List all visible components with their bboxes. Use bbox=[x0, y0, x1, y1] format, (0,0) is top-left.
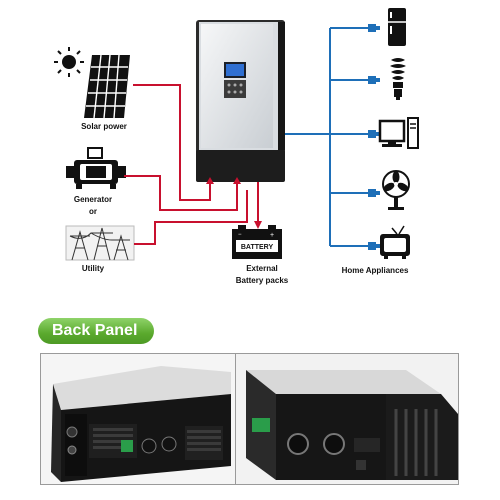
battery-label-line2: Battery packs bbox=[235, 276, 289, 285]
inverter-side-illustration bbox=[236, 354, 458, 484]
or-label: or bbox=[89, 207, 97, 216]
svg-text:−: − bbox=[238, 232, 242, 238]
refrigerator-icon bbox=[388, 8, 406, 46]
back-panel-heading: Back Panel bbox=[38, 318, 154, 344]
input-wiring bbox=[124, 84, 259, 245]
generator-label: Generator bbox=[73, 195, 113, 204]
fan-icon bbox=[382, 170, 410, 210]
back-panel-photo-right bbox=[235, 353, 459, 485]
back-panel-photo-left bbox=[40, 353, 237, 485]
utility-label: Utility bbox=[81, 264, 105, 273]
inverter-device bbox=[196, 20, 285, 182]
battery-icon: − + BATTERY bbox=[232, 225, 282, 259]
battery-icon-label: BATTERY bbox=[241, 244, 274, 251]
output-wiring bbox=[285, 27, 370, 247]
inverter-back-illustration bbox=[41, 354, 236, 484]
svg-text:+: + bbox=[270, 232, 274, 239]
plug-connectors bbox=[368, 24, 380, 250]
solar-power-label: Solar power bbox=[81, 122, 127, 131]
bulb-icon bbox=[390, 58, 406, 100]
battery-label-line1: External bbox=[246, 264, 278, 273]
tv-icon bbox=[380, 225, 410, 259]
sun-icon bbox=[54, 47, 84, 77]
generator-icon bbox=[66, 147, 126, 189]
utility-pylon-icon bbox=[65, 225, 135, 261]
computer-icon bbox=[378, 117, 419, 149]
home-appliances-label: Home Appliances bbox=[341, 266, 409, 275]
arrowheads bbox=[206, 177, 262, 229]
system-diagram: − + BATTERY bbox=[54, 8, 419, 261]
solar-panel-icon bbox=[84, 54, 130, 119]
